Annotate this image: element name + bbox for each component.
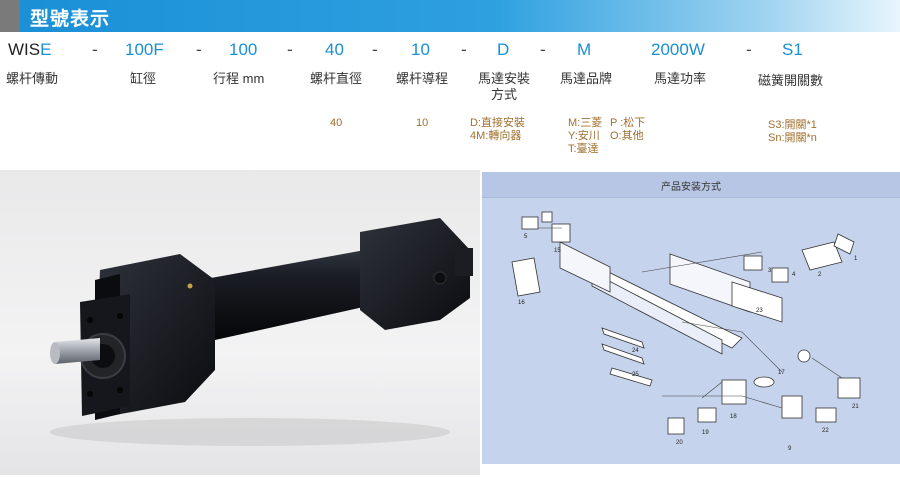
header-bar: 型號表示 [0, 0, 900, 32]
option-motor-brand-left: M:三菱 Y:安川 T:臺達 [568, 117, 603, 155]
actuator-photo-illustration [50, 218, 473, 446]
option-screw-lead: 10 [416, 117, 429, 129]
model-code-row: WISE - 100F - 100 - 40 - 10 - D - M 2000… [0, 38, 900, 64]
code-segment-stroke: 100 [229, 40, 258, 59]
code-segment-wise: WISE [8, 40, 52, 59]
exploded-view-drawing: 5 15 16 4 3 2 1 23 24 25 17 18 19 20 21 … [511, 211, 861, 452]
code-separator: - [540, 40, 546, 59]
code-separator: - [372, 40, 378, 59]
label-stroke: 行程 mm [213, 71, 265, 86]
code-separator: - [461, 40, 467, 59]
installation-diagram: 产品安装方式 [482, 172, 900, 464]
label-screw-lead: 螺杆導程 [396, 71, 449, 86]
part-number-1: 1 [854, 256, 858, 262]
code-segment-screw-diameter: 40 [325, 40, 344, 59]
part-number-22: 22 [822, 428, 829, 434]
option-motor-mount: D:直接安裝 4M:轉向器 [470, 117, 525, 142]
option-motor-brand-right: P :松下 O:其他 [610, 117, 646, 142]
label-magnetic-switch: 磁簧開關數 [758, 73, 824, 88]
label-motor-brand: 馬達品牌 [560, 71, 613, 86]
code-separator: - [196, 40, 202, 59]
part-number-24: 24 [632, 348, 639, 354]
label-screw-diameter: 螺杆直徑 [310, 71, 363, 86]
code-segment-bore: 100F [125, 40, 164, 59]
part-number-2: 2 [818, 272, 822, 278]
label-motor-mount: 馬達安裝 方式 [477, 71, 530, 102]
code-separator: - [92, 40, 98, 59]
code-segment-motor-mount: D [497, 40, 510, 59]
code-segment-motor-power: 2000W [651, 40, 705, 59]
page-title: 型號表示 [30, 9, 111, 30]
header-accent [0, 0, 20, 32]
part-number-9: 9 [788, 446, 792, 452]
label-motor-power: 馬達功率 [654, 71, 707, 86]
part-number-15: 15 [554, 248, 561, 254]
part-number-3: 3 [768, 268, 772, 274]
part-number-20: 20 [676, 440, 683, 446]
code-segment-motor-brand: M [577, 40, 592, 59]
diagram-title-bar: 产品安装方式 [482, 172, 900, 198]
part-number-19: 19 [702, 430, 709, 436]
part-number-25: 25 [632, 372, 639, 378]
option-magnetic-switch: S3:開關*1 Sn:開關*n [768, 119, 817, 144]
diagram-title: 产品安装方式 [661, 182, 721, 193]
label-screw-drive: 螺杆傳動 [6, 71, 59, 86]
part-number-21: 21 [852, 404, 859, 410]
part-number-16: 16 [518, 300, 525, 306]
part-number-4: 5 [524, 234, 528, 240]
code-segment-screw-lead: 10 [411, 40, 430, 59]
part-number-4b: 4 [792, 272, 796, 278]
product-photo [0, 170, 480, 475]
part-number-23: 23 [756, 308, 763, 314]
code-separator: - [287, 40, 293, 59]
label-bore: 缸徑 [130, 71, 157, 86]
part-number-18: 18 [730, 414, 737, 420]
code-separator: - [746, 40, 752, 59]
part-number-17: 17 [778, 370, 785, 376]
option-screw-diameter: 40 [330, 117, 343, 129]
code-segment-magnetic-switch: S1 [782, 40, 803, 59]
